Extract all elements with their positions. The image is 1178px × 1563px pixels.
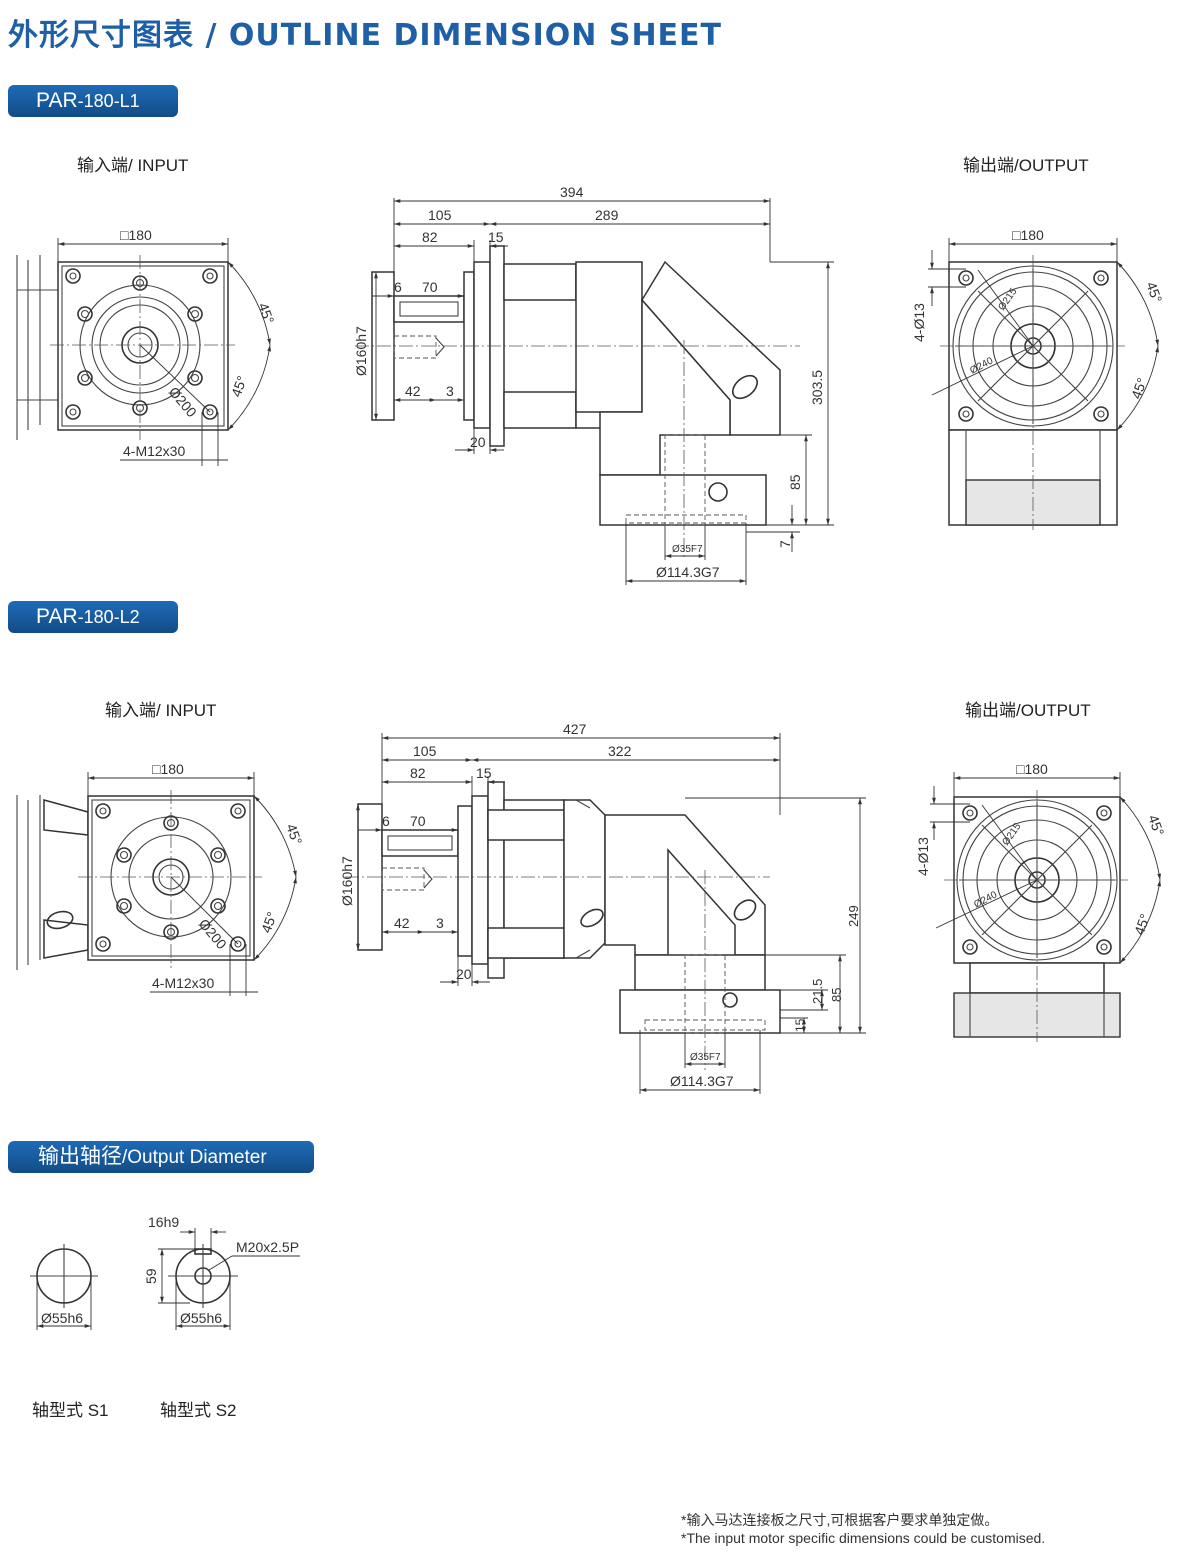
- l1-out-holes: 4-Ø13: [911, 303, 927, 342]
- l1-d20: 20: [470, 434, 486, 450]
- l1-in-square: □180: [120, 227, 152, 243]
- l2-d70: 70: [410, 813, 426, 829]
- l1-d6: 6: [394, 279, 402, 295]
- footnote-cn: *输入马达连接板之尺寸,可根据客户要求单独定做。: [681, 1512, 999, 1528]
- l2-input-label: 输入端/ INPUT: [105, 701, 217, 720]
- l1-height: 303.5: [809, 370, 825, 405]
- l2-d15: 15: [476, 765, 492, 781]
- l1-d42: 42: [405, 383, 421, 399]
- l1-out-angle-bottom: 45°: [1128, 376, 1150, 401]
- l2-out-holes: 4-Ø13: [915, 837, 931, 876]
- l1-input-label: 输入端/ INPUT: [77, 156, 189, 175]
- badge-od-cn: 输出轴径: [38, 1145, 122, 1168]
- l2-d42: 42: [394, 915, 410, 931]
- l2-in-square: □180: [152, 761, 184, 777]
- l1-overall: 394: [560, 184, 584, 200]
- shaft-s1-label: 轴型式 S1: [32, 1401, 109, 1420]
- l1-in-angle-top: 45°: [255, 301, 277, 326]
- l1-input-view: □180 45° 45° Ø200 4-M12x30: [16, 227, 277, 466]
- l2-out-angle-bottom: 45°: [1131, 912, 1153, 937]
- l1-out-square: □180: [1012, 227, 1044, 243]
- l2-d82: 82: [410, 765, 426, 781]
- l1-d70: 70: [422, 279, 438, 295]
- l2-in-angle-top: 45°: [283, 822, 305, 847]
- l1-in-angle-bottom: 45°: [228, 374, 250, 399]
- l2-in-angle-bottom: 45°: [258, 910, 280, 935]
- l1-side-view: 394 105 289 82 15 6 70 Ø160h7 42 3 20 30…: [353, 184, 834, 585]
- l2-d3: 3: [436, 915, 444, 931]
- l1-out-pilot: Ø114.3G7: [656, 564, 720, 580]
- l2-bore: Ø160h7: [339, 856, 355, 906]
- l2-out-angle-top: 45°: [1145, 813, 1167, 838]
- l2-d105: 105: [413, 743, 437, 759]
- s2-diameter: Ø55h6: [180, 1310, 222, 1326]
- s2-thread: M20x2.5P: [236, 1239, 299, 1255]
- l2-height: 249: [846, 905, 861, 927]
- l1-d3: 3: [446, 383, 454, 399]
- section-badge-output-diameter: 输出轴径/Output Diameter: [8, 1141, 314, 1173]
- l2-d6: 6: [382, 813, 390, 829]
- l2-d20: 20: [456, 966, 472, 982]
- s2-key: 16h9: [148, 1214, 179, 1230]
- l1-in-tapped: 4-M12x30: [123, 443, 185, 459]
- l1-output-label: 输出端/OUTPUT: [963, 156, 1089, 175]
- l1-d15: 15: [488, 229, 504, 245]
- badge-l2-prefix: PAR: [36, 605, 78, 628]
- s1-diameter: Ø55h6: [41, 1310, 83, 1326]
- badge-l1-suffix: -180-L1: [77, 91, 140, 111]
- page-title: 外形尺寸图表 / OUTLINE DIMENSION SHEET: [8, 18, 723, 53]
- l2-d85: 85: [829, 988, 844, 1002]
- l2-d15b: 15: [793, 1018, 807, 1032]
- l1-output-view: □180 45° 45° 4-Ø13 Ø215 Ø240: [911, 227, 1165, 530]
- badge-l2-suffix: -180-L2: [77, 607, 140, 627]
- l2-output-view: □180 45° 45° 4-Ø13 Ø215 Ø240: [915, 761, 1167, 1042]
- l1-bore: Ø160h7: [353, 326, 369, 376]
- l1-d7: 7: [777, 540, 793, 548]
- l2-d21-5: 21.5: [810, 979, 825, 1004]
- l1-d85: 85: [787, 474, 803, 490]
- l2-out-bore: Ø35F7: [690, 1052, 721, 1063]
- l2-overall: 427: [563, 721, 587, 737]
- l1-d82: 82: [422, 229, 438, 245]
- section-badge-l1: PAR-180-L1: [8, 85, 178, 117]
- l1-d105: 105: [428, 207, 452, 223]
- s2-key-height: 59: [143, 1268, 159, 1284]
- l2-d322: 322: [608, 743, 632, 759]
- shaft-s2-drawing: 16h9 59 M20x2.5P Ø55h6: [143, 1214, 300, 1330]
- shaft-s1-drawing: Ø55h6: [30, 1244, 98, 1330]
- l2-out-square: □180: [1016, 761, 1048, 777]
- l2-input-view: □180 45° 45° Ø200 4-M12x30: [16, 761, 305, 996]
- l2-output-label: 输出端/OUTPUT: [965, 701, 1091, 720]
- section-badge-l2: PAR-180-L2: [8, 601, 178, 633]
- footnote-en: *The input motor specific dimensions cou…: [681, 1530, 1046, 1546]
- badge-od-en: /Output Diameter: [122, 1147, 267, 1168]
- l2-in-tapped: 4-M12x30: [152, 975, 214, 991]
- l2-side-view: 427 105 322 82 15 6 70 Ø160h7 42 3 20 24…: [339, 721, 866, 1094]
- shaft-s2-label: 轴型式 S2: [160, 1401, 237, 1420]
- l1-d289: 289: [595, 207, 619, 223]
- badge-l1-prefix: PAR: [36, 89, 78, 112]
- l1-out-bore: Ø35F7: [672, 544, 703, 555]
- l2-out-pilot: Ø114.3G7: [670, 1073, 734, 1089]
- l1-out-angle-top: 45°: [1143, 280, 1165, 305]
